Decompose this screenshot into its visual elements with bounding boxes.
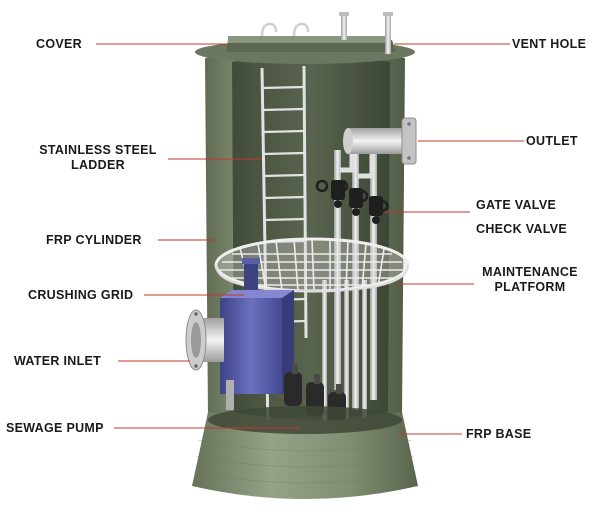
vent-pipes bbox=[339, 12, 393, 54]
water-inlet bbox=[185, 309, 224, 371]
label-ladder-line1: STAINLESS STEEL bbox=[39, 143, 157, 157]
cover bbox=[195, 22, 415, 64]
label-cover: COVER bbox=[36, 37, 82, 51]
label-ladder-line2: LADDER bbox=[71, 158, 125, 172]
crushing-grid bbox=[220, 258, 294, 410]
label-maintenance-platform: MAINTENANCE PLATFORM bbox=[476, 265, 584, 295]
leader-lines bbox=[96, 43, 524, 435]
label-maintenance-line1: MAINTENANCE bbox=[482, 265, 578, 279]
label-stainless-steel-ladder: STAINLESS STEEL LADDER bbox=[30, 143, 166, 173]
label-frp-base: FRP BASE bbox=[466, 427, 532, 441]
outlet bbox=[340, 117, 417, 179]
label-frp-cylinder: FRP CYLINDER bbox=[46, 233, 142, 247]
gate-and-check-valves bbox=[315, 179, 389, 224]
label-crushing-grid: CRUSHING GRID bbox=[28, 288, 134, 302]
maintenance-platform bbox=[214, 237, 410, 293]
label-sewage-pump: SEWAGE PUMP bbox=[6, 421, 104, 435]
label-check-valve: CHECK VALVE bbox=[476, 222, 568, 236]
label-water-inlet: WATER INLET bbox=[14, 354, 102, 368]
label-outlet: OUTLET bbox=[526, 134, 578, 148]
label-vent-hole: VENT HOLE bbox=[512, 37, 587, 51]
frp-base bbox=[192, 406, 418, 499]
label-gate-valve: GATE VALVE bbox=[476, 198, 557, 212]
label-maintenance-line2: PLATFORM bbox=[494, 280, 566, 294]
